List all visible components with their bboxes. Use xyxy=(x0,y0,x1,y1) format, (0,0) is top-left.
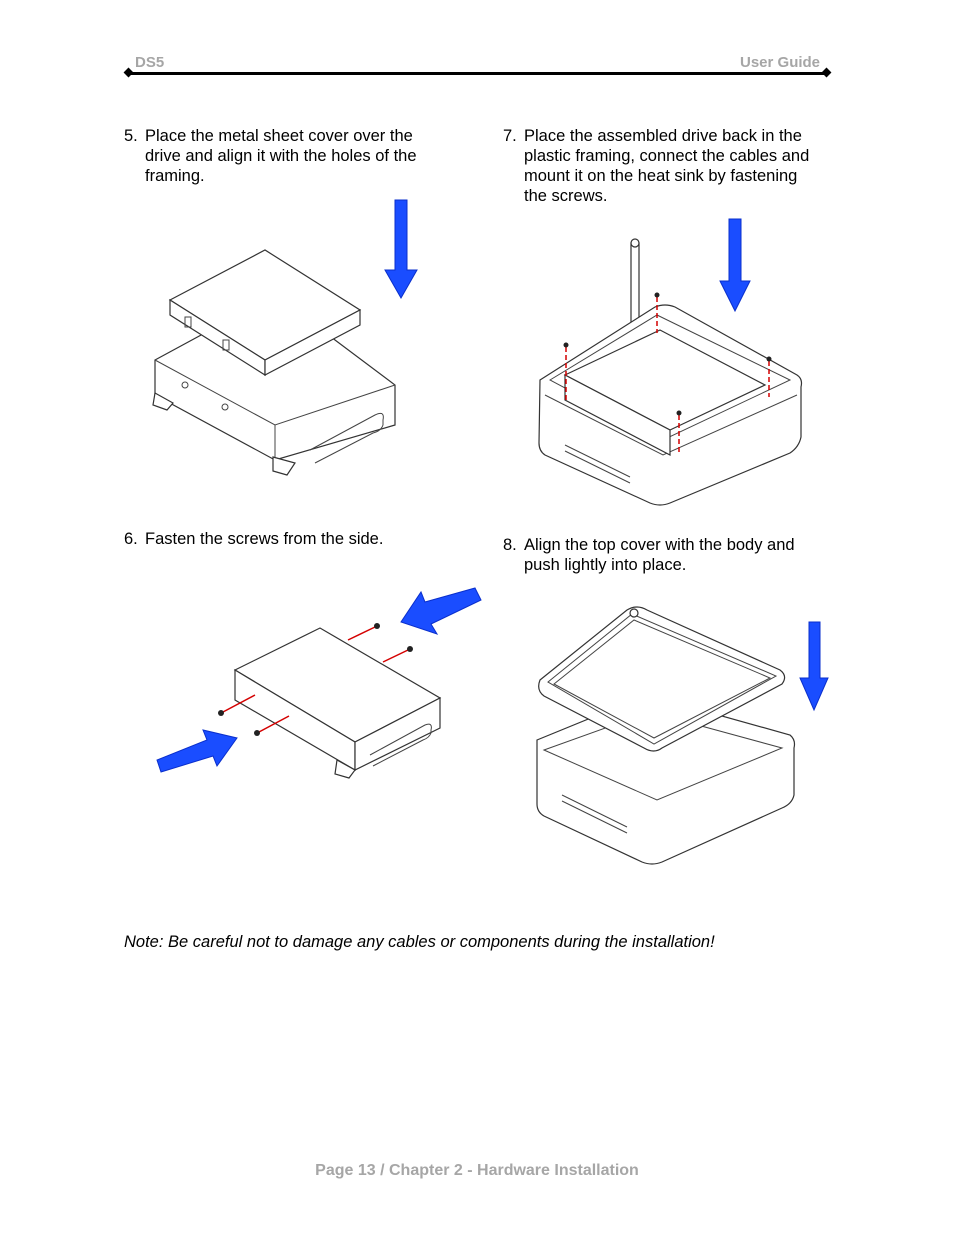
right-arrow-icon xyxy=(156,729,238,773)
doc-title: DS5 xyxy=(135,54,165,71)
step-line: the screws. xyxy=(524,187,608,205)
step-line: framing. xyxy=(145,167,205,185)
screw-icon xyxy=(254,730,260,736)
step-line: Place the assembled drive back in the xyxy=(524,127,802,145)
step-line: drive and align it with the holes of the xyxy=(145,147,417,165)
down-arrow-icon xyxy=(384,199,418,300)
step-line: plastic framing, connect the cables and xyxy=(524,147,810,165)
top-cover xyxy=(538,606,786,752)
drive-slot xyxy=(309,412,384,464)
side-screws-illustration xyxy=(156,587,482,779)
device-body xyxy=(536,694,796,865)
step-number: 7. xyxy=(503,127,517,145)
screw-icon xyxy=(654,292,660,298)
step-line: Fasten the screws from the side. xyxy=(145,530,384,548)
step-number: 5. xyxy=(124,127,138,145)
step-number: 8. xyxy=(503,536,517,554)
down-arrow-icon xyxy=(719,218,751,313)
mounting-foot xyxy=(334,759,356,779)
screw-icon xyxy=(766,356,772,362)
down-arrow-icon xyxy=(799,621,829,712)
page-footer: Page 13 / Chapter 2 - Hardware Installat… xyxy=(315,1162,639,1179)
step-line: mount it on the heat sink by fastening xyxy=(524,167,798,185)
screw-icon xyxy=(374,623,380,629)
doc-type: User Guide xyxy=(740,54,821,71)
screw-guide-line xyxy=(258,715,290,733)
left-arrow-icon xyxy=(400,587,482,635)
step-line: push lightly into place. xyxy=(524,556,687,574)
antenna xyxy=(630,242,640,324)
step-text: Align the top cover with the body and pu… xyxy=(524,535,795,575)
step-text: Fasten the screws from the side. xyxy=(145,529,383,549)
step-6: 6. Fasten the screws from the side. xyxy=(124,529,464,551)
screw-icon xyxy=(676,410,682,416)
screw-guide-line xyxy=(222,694,256,713)
screw-guide-line xyxy=(382,649,409,663)
step-5: 5. Place the metal sheet cover over the … xyxy=(124,126,464,188)
mounting-foot xyxy=(272,456,296,476)
installation-note: Note: Be careful not to damage any cable… xyxy=(124,933,715,951)
mounting-foot xyxy=(152,392,174,411)
step-line: Align the top cover with the body and xyxy=(524,536,795,554)
screw-icon xyxy=(407,646,413,652)
step-number: 6. xyxy=(124,530,138,548)
step-line: Place the metal sheet cover over the xyxy=(145,127,413,145)
screw-icon xyxy=(563,342,569,348)
step-8: 8. Align the top cover with the body and… xyxy=(503,535,843,577)
rule-right-diamond xyxy=(821,67,832,78)
header-rule xyxy=(129,72,827,75)
screw-guide-line xyxy=(347,626,376,641)
top-cover-illustration xyxy=(536,606,829,865)
step-text: Place the metal sheet cover over the dri… xyxy=(145,126,417,186)
screw-icon xyxy=(218,710,224,716)
metal-cover-illustration xyxy=(152,199,418,476)
step-text: Place the assembled drive back in the pl… xyxy=(524,126,809,206)
step-7: 7. Place the assembled drive back in the… xyxy=(503,126,843,208)
drive-in-frame-illustration xyxy=(538,218,803,506)
